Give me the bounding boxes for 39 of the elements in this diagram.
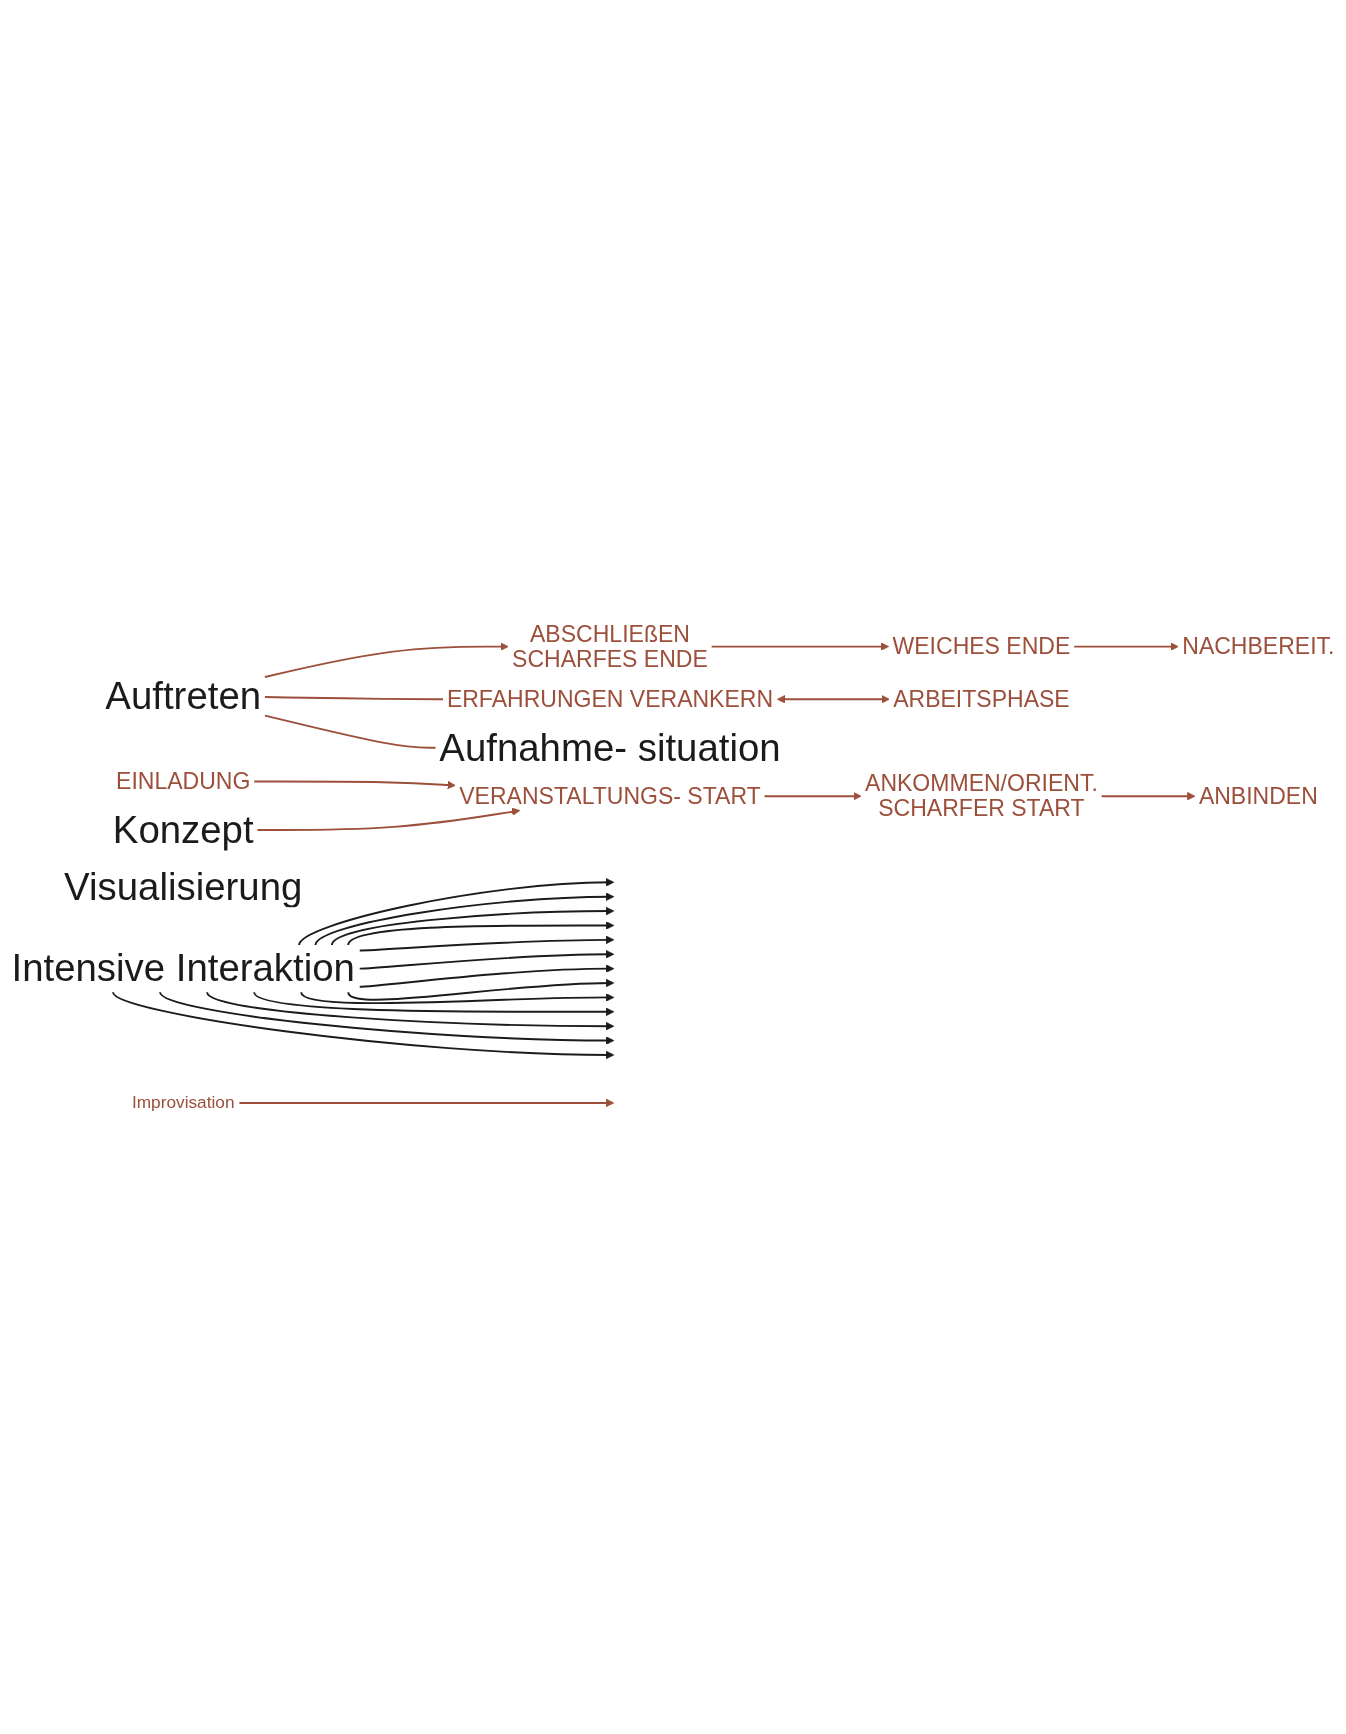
arrow [298,878,615,946]
node-text: Konzept [112,808,254,851]
arrow [763,792,862,801]
arrow [253,991,615,1016]
node-text: WEICHES ENDE [892,633,1071,660]
arrow [330,906,615,946]
node-text: ANKOMMEN/ORIENT. SCHARFER START [865,770,1098,822]
arrow [347,921,615,946]
arrow [358,935,615,952]
arrow [238,1098,615,1108]
node-text: Visualisierung [64,865,303,908]
node-text: VERANSTALTUNGS- START [459,782,761,809]
node-text: ERFAHRUNGEN VERANKERN [446,685,774,712]
node-text: Aufnahme- situation [439,726,781,769]
node-text: ANBINDEN [1198,782,1318,809]
node-text: Intensive Interaktion [11,946,355,990]
arrow [1100,792,1196,801]
arrow [347,978,615,1001]
arrow [300,991,615,1005]
node-text: NACHBEREIT. [1182,633,1335,660]
node-text: Auftreten [105,674,262,717]
node-text: Improvisation [131,1092,235,1112]
arrow [256,807,521,831]
arrow [206,991,615,1031]
arrow [710,642,890,651]
connector [263,696,444,701]
node-text: ARBEITSPHASE [893,685,1070,712]
node-text: EINLADUNG [116,768,251,795]
arrow [159,991,615,1045]
arrow [253,780,456,790]
arrow [776,695,890,704]
node-text: ABSCHLIEßEN SCHARFES ENDE [512,620,708,672]
connector [263,714,437,749]
arrow [358,964,615,988]
arrow [263,642,509,678]
arrow [1073,642,1179,651]
arrow [314,892,615,946]
arrow [112,991,615,1060]
arrow [358,950,615,970]
